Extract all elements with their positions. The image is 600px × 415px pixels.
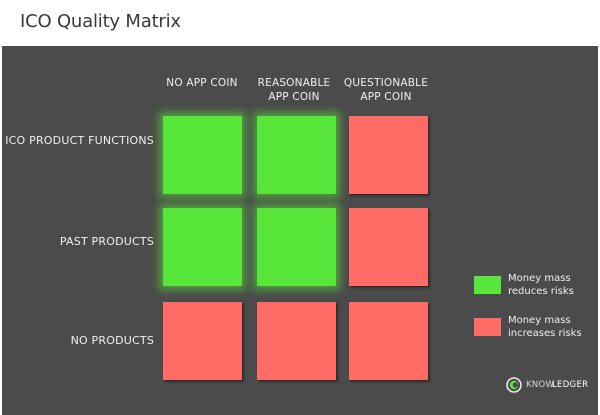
row-header-no-products: NO PRODUCTS (70, 334, 154, 347)
matrix-slide: NO APP COIN REASONABLE APP COIN QUESTION… (2, 46, 598, 415)
row-header-ico-product-functions: ICO PRODUCT FUNCTIONS (5, 134, 154, 147)
column-header-reasonable-app-coin: REASONABLE APP COIN (248, 76, 340, 104)
brand-name-know: KNOW (526, 380, 555, 390)
knowledger-logo-icon (506, 377, 522, 393)
column-header-line: APP COIN (360, 91, 412, 103)
column-header-line: NO APP COIN (166, 77, 238, 89)
column-header-line: QUESTIONABLE (343, 77, 429, 89)
matrix-cell-red (163, 302, 242, 380)
legend-swatch-red (474, 318, 501, 336)
legend-label: Money mass reduces risks (508, 272, 598, 298)
matrix-cell-green (257, 116, 336, 194)
matrix-cell-red (349, 302, 428, 380)
row-header-past-products: PAST PRODUCTS (59, 235, 154, 248)
matrix-cell-green (163, 208, 242, 286)
column-header-questionable-app-coin: QUESTIONABLE APP COIN (340, 76, 432, 104)
page-title: ICO Quality Matrix (20, 11, 181, 32)
legend-label-line: Money mass (508, 315, 571, 326)
matrix-cell-red (349, 208, 428, 286)
column-header-line: APP COIN (268, 91, 320, 103)
column-header-no-app-coin: NO APP COIN (156, 76, 248, 90)
brand-logo: KNOW LEDGER (506, 376, 596, 394)
legend-swatch-green (474, 276, 501, 294)
legend-label: Money mass increases risks (508, 314, 598, 340)
legend-label-line: reduces risks (508, 286, 574, 297)
matrix-cell-green (257, 208, 336, 286)
legend-label-line: increases risks (508, 328, 582, 339)
legend-label-line: Money mass (508, 273, 571, 284)
title-bar: ICO Quality Matrix (0, 0, 600, 46)
matrix-cell-red (257, 302, 336, 380)
matrix-cell-red (349, 116, 428, 194)
matrix-cell-green (163, 116, 242, 194)
brand-name-ledger: LEDGER (552, 380, 589, 390)
column-header-line: REASONABLE (257, 77, 331, 89)
